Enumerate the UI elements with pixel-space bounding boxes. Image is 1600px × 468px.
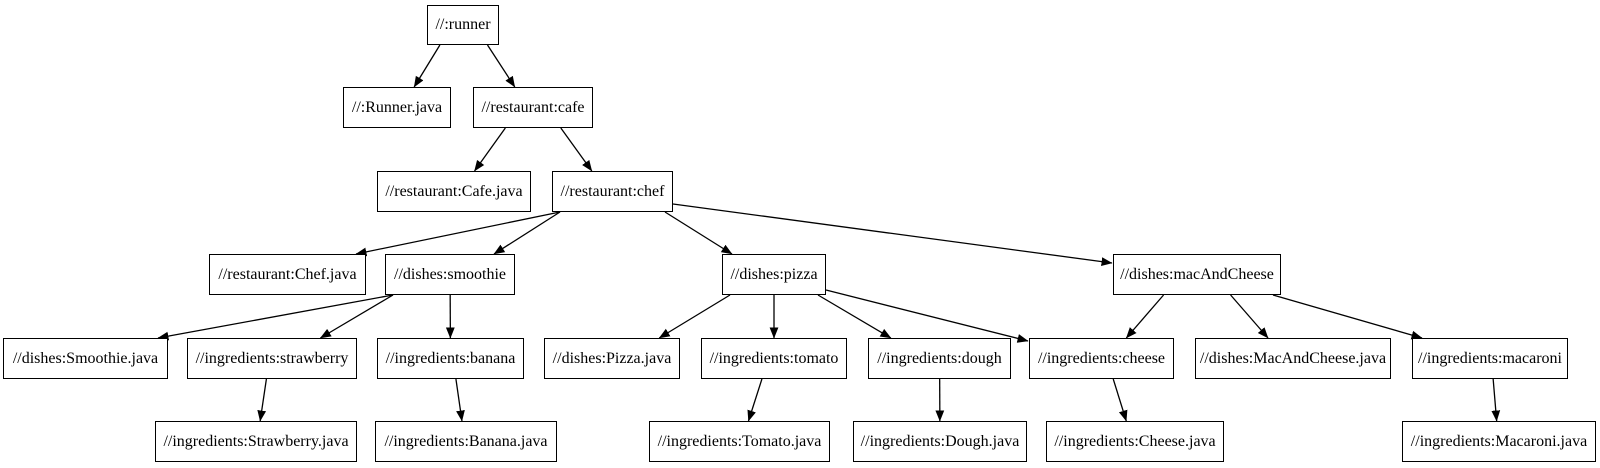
edge-mac-to-cheese — [1125, 294, 1165, 339]
node-pizza-java: //dishes:Pizza.java — [544, 338, 680, 379]
edge-pizza-to-pizza-java — [658, 294, 731, 339]
node-runner-java: //:Runner.java — [343, 87, 451, 128]
node-cheese: //ingredients:cheese — [1029, 338, 1174, 379]
edge-runner-to-runner-java — [413, 44, 441, 88]
edge-pizza-to-dough — [817, 294, 892, 339]
node-chef: //restaurant:chef — [552, 171, 673, 212]
node-dough: //ingredients:dough — [868, 338, 1011, 379]
node-banana: //ingredients:banana — [377, 338, 524, 379]
node-cafe-java: //restaurant:Cafe.java — [377, 171, 531, 212]
node-mac-java: //dishes:MacAndCheese.java — [1195, 338, 1391, 379]
node-strawberry-java: //ingredients:Strawberry.java — [155, 421, 357, 462]
edge-chef-to-pizza — [664, 211, 733, 255]
node-chef-java: //restaurant:Chef.java — [209, 254, 366, 295]
edge-cheese-to-cheese-java — [1112, 378, 1128, 422]
edge-mac-to-macaroni — [1272, 294, 1423, 340]
edge-smoothie-to-strawberry — [319, 294, 394, 339]
edge-cafe-to-chef — [560, 127, 593, 172]
node-cheese-java: //ingredients:Cheese.java — [1046, 421, 1224, 462]
edge-chef-to-smoothie — [493, 211, 561, 255]
node-macaroni: //ingredients:macaroni — [1412, 338, 1568, 379]
edge-banana-to-banana-java — [455, 378, 465, 422]
node-runner: //:runner — [427, 5, 499, 45]
edge-mac-to-mac-java — [1230, 294, 1269, 339]
node-smoothie: //dishes:smoothie — [385, 254, 515, 295]
edge-strawberry-to-strawberry-java — [257, 378, 268, 422]
node-mac: //dishes:macAndCheese — [1113, 254, 1281, 295]
edge-pizza-to-cheese — [825, 289, 1029, 343]
edge-smoothie-to-smoothie-java — [157, 294, 394, 341]
node-tomato-java: //ingredients:Tomato.java — [649, 421, 830, 462]
node-cafe: //restaurant:cafe — [473, 87, 593, 128]
edge-cafe-to-cafe-java — [474, 127, 506, 172]
edge-macaroni-to-macaroni-java — [1491, 378, 1501, 422]
edge-tomato-to-tomato-java — [747, 378, 763, 422]
node-strawberry: //ingredients:strawberry — [187, 338, 357, 379]
edge-chef-to-chef-java — [355, 211, 561, 257]
node-macaroni-java: //ingredients:Macaroni.java — [1402, 421, 1596, 462]
node-dough-java: //ingredients:Dough.java — [853, 421, 1027, 462]
node-tomato: //ingredients:tomato — [701, 338, 847, 379]
node-pizza: //dishes:pizza — [722, 254, 826, 295]
edge-runner-to-cafe — [486, 44, 516, 88]
node-smoothie-java: //dishes:Smoothie.java — [3, 338, 168, 379]
node-banana-java: //ingredients:Banana.java — [375, 421, 557, 462]
